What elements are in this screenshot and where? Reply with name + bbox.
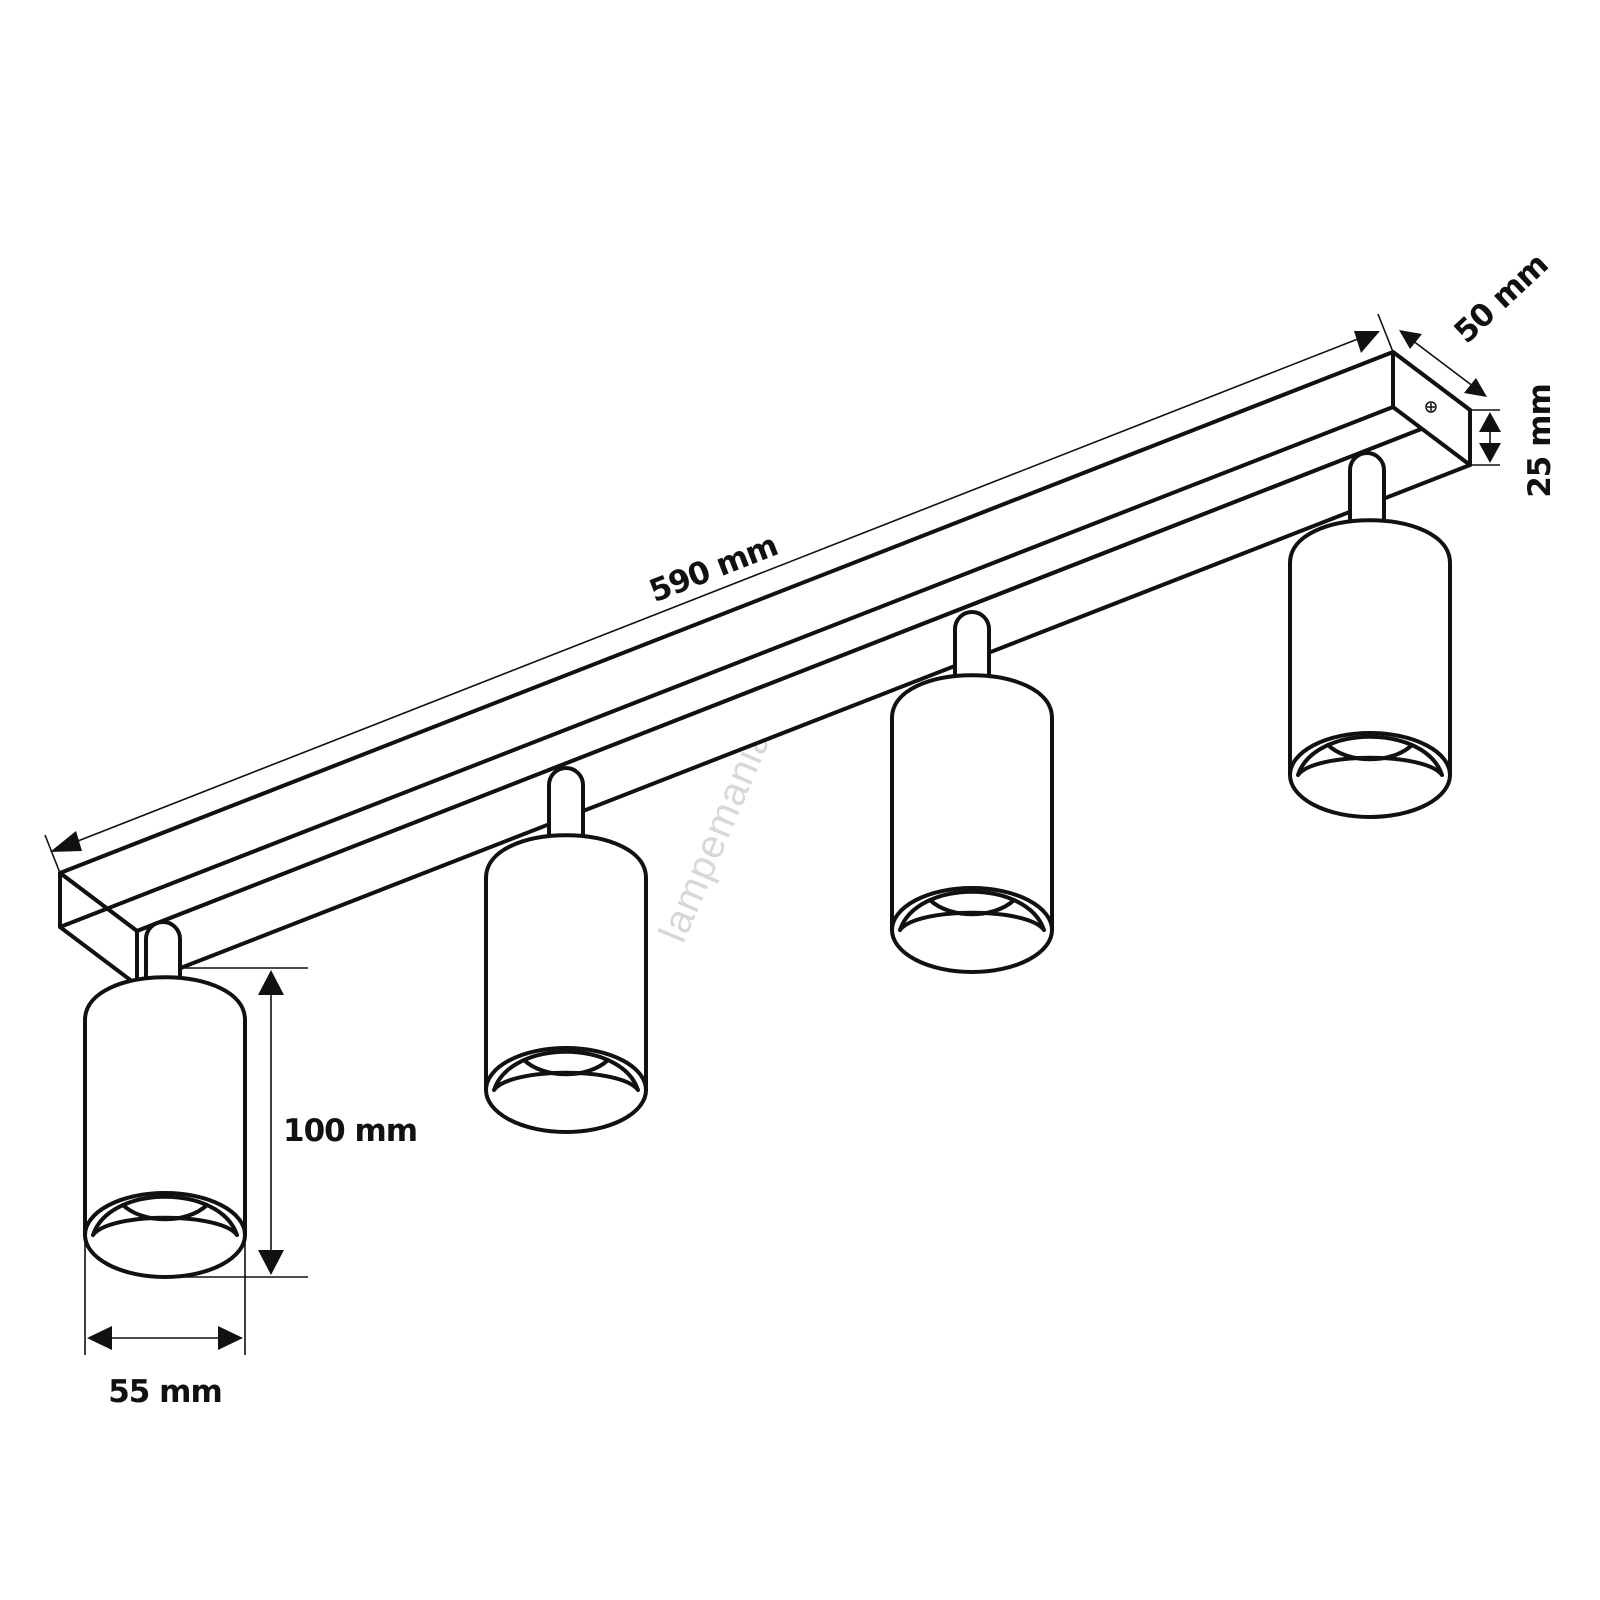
dimension-line — [1403, 333, 1483, 394]
spot-inner-ring — [121, 1203, 209, 1222]
spotlight-4 — [1288, 451, 1452, 819]
spotlight-2 — [484, 766, 648, 1134]
spot-reflector — [91, 1194, 239, 1237]
spot-rim — [890, 886, 1054, 974]
extension-line — [1377, 313, 1394, 353]
arrow-left-icon — [87, 1326, 112, 1350]
dimension-height: 25 mm — [1470, 384, 1558, 498]
spot-inner-ring — [522, 1058, 610, 1077]
spot-body — [1288, 518, 1452, 777]
dimension-spot-height: 100 mm — [180, 967, 418, 1278]
dimension-line — [59, 334, 1369, 849]
arrow-down-icon — [1479, 443, 1501, 463]
spot-inner-ring — [928, 898, 1016, 917]
spot-rim — [1288, 731, 1452, 819]
spot-body — [484, 833, 648, 1092]
spot-rim — [484, 1046, 648, 1134]
spot-inner-ring — [1326, 743, 1414, 762]
extension-line — [44, 834, 61, 874]
arrow-down-right-icon — [1464, 378, 1487, 397]
arrow-up-left-icon — [1399, 330, 1422, 349]
rail-back-bottom-edge — [58, 405, 1395, 929]
arrow-left-icon — [50, 831, 82, 852]
arrow-right-icon — [218, 1326, 243, 1350]
arrow-down-icon — [258, 1250, 284, 1275]
ceiling-rail — [58, 350, 1472, 987]
spotlight-1 — [83, 920, 247, 1279]
height-label: 25 mm — [1522, 384, 1558, 498]
arrow-right-icon — [1354, 331, 1380, 353]
arrow-up-icon — [258, 970, 284, 995]
width-label: 50 mm — [1447, 247, 1555, 351]
spot-reflector — [1296, 734, 1444, 777]
spot-body — [890, 673, 1054, 932]
dimension-spot-diameter: 55 mm — [84, 1240, 246, 1410]
arrow-up-icon — [1479, 412, 1501, 432]
rail-front-face — [135, 408, 1472, 987]
spot-height-label: 100 mm — [283, 1113, 417, 1149]
spotlight-3 — [890, 610, 1054, 974]
spot-diameter-label: 55 mm — [108, 1374, 222, 1410]
spot-reflector — [492, 1049, 640, 1092]
spot-rim — [83, 1191, 247, 1279]
spot-body — [83, 975, 247, 1237]
spot-reflector — [898, 889, 1046, 932]
